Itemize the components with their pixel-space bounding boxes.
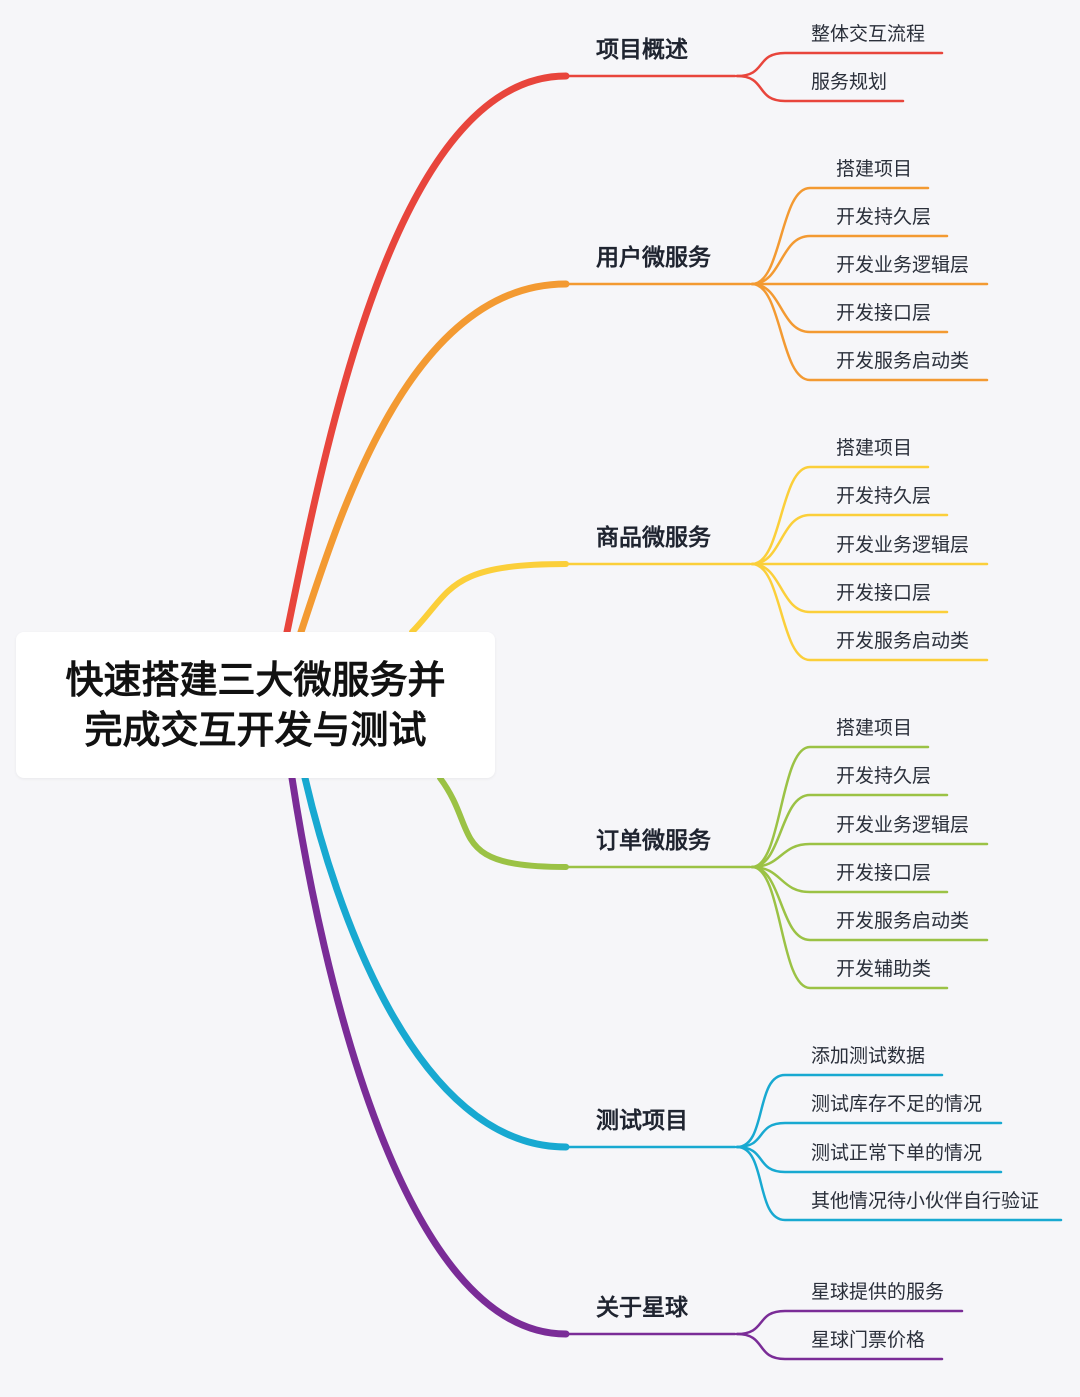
- leaf-label[interactable]: 开发辅助类: [836, 958, 932, 980]
- leaf-label[interactable]: 整体交互流程: [811, 23, 926, 45]
- leaf-label[interactable]: 添加测试数据: [811, 1045, 926, 1067]
- leaf-edge: [750, 562, 989, 662]
- leaf-label[interactable]: 开发服务启动类: [836, 350, 970, 372]
- leaf-label[interactable]: 其他情况待小伙伴自行验证: [811, 1190, 1040, 1212]
- leaf-label[interactable]: 开发业务逻辑层: [836, 534, 970, 556]
- branch-label[interactable]: 关于星球: [596, 1295, 688, 1321]
- leaf-label[interactable]: 搭建项目: [836, 437, 913, 459]
- leaf-edge: [750, 282, 949, 334]
- leaf-edges: [735, 51, 1063, 1361]
- leaf-edge: [735, 1309, 964, 1336]
- leaf-edge: [735, 74, 905, 103]
- leaf-edge: [750, 465, 930, 566]
- leaf-label[interactable]: 开发服务启动类: [836, 910, 970, 932]
- leaf-label[interactable]: 星球门票价格: [811, 1329, 926, 1351]
- leaf-edge: [750, 865, 949, 990]
- leaf-label[interactable]: 服务规划: [811, 71, 888, 93]
- leaf-edge: [750, 562, 949, 614]
- leaf-edge: [750, 793, 949, 869]
- leaf-label[interactable]: 开发持久层: [836, 765, 932, 787]
- leaf-edge: [735, 1332, 944, 1361]
- leaf-edge: [750, 745, 930, 869]
- branch-edge: [297, 280, 570, 636]
- leaf-label[interactable]: 测试库存不足的情况: [811, 1093, 983, 1115]
- leaf-label[interactable]: 开发业务逻辑层: [836, 814, 970, 836]
- branch-edge: [301, 774, 570, 1151]
- leaf-label[interactable]: 开发业务逻辑层: [836, 254, 970, 276]
- leaf-label[interactable]: 开发接口层: [836, 582, 932, 604]
- branch-edge: [409, 561, 569, 635]
- leaf-label[interactable]: 搭建项目: [836, 717, 913, 739]
- leaf-edge: [735, 1121, 1003, 1149]
- branch-label[interactable]: 项目概述: [596, 37, 688, 63]
- leaf-label[interactable]: 开发持久层: [836, 485, 932, 507]
- leaf-edge: [750, 865, 949, 894]
- leaf-label[interactable]: 开发接口层: [836, 302, 932, 324]
- leaf-label[interactable]: 开发持久层: [836, 206, 932, 228]
- branch-edge: [288, 774, 570, 1338]
- leaf-edge: [750, 513, 949, 566]
- branch-label[interactable]: 用户微服务: [596, 245, 711, 271]
- leaf-edge: [735, 1145, 1063, 1222]
- leaf-label[interactable]: 测试正常下单的情况: [811, 1142, 983, 1164]
- leaf-edge: [735, 51, 944, 78]
- leaf-label[interactable]: 搭建项目: [836, 158, 913, 180]
- leaf-edge: [750, 282, 989, 382]
- branch-label[interactable]: 测试项目: [596, 1108, 688, 1134]
- leaf-edge: [735, 1145, 1003, 1174]
- branch-label[interactable]: 订单微服务: [596, 828, 711, 854]
- leaf-label[interactable]: 开发接口层: [836, 862, 932, 884]
- branch-label[interactable]: 商品微服务: [596, 525, 711, 551]
- root-title-line-2: 完成交互开发与测试: [84, 708, 427, 752]
- branch-edge: [283, 72, 570, 636]
- leaf-label[interactable]: 开发服务启动类: [836, 630, 970, 652]
- root-title-line-1: 快速搭建三大微服务并: [65, 658, 446, 702]
- leaf-edge: [735, 1073, 944, 1149]
- leaf-label[interactable]: 星球提供的服务: [811, 1281, 945, 1303]
- branch-edge: [437, 775, 569, 870]
- leaf-edge: [750, 234, 949, 286]
- leaf-edge: [750, 842, 989, 869]
- root-node[interactable]: 快速搭建三大微服务并 完成交互开发与测试: [16, 632, 495, 778]
- leaf-edge: [750, 186, 930, 286]
- mindmap-edges: [283, 72, 752, 1338]
